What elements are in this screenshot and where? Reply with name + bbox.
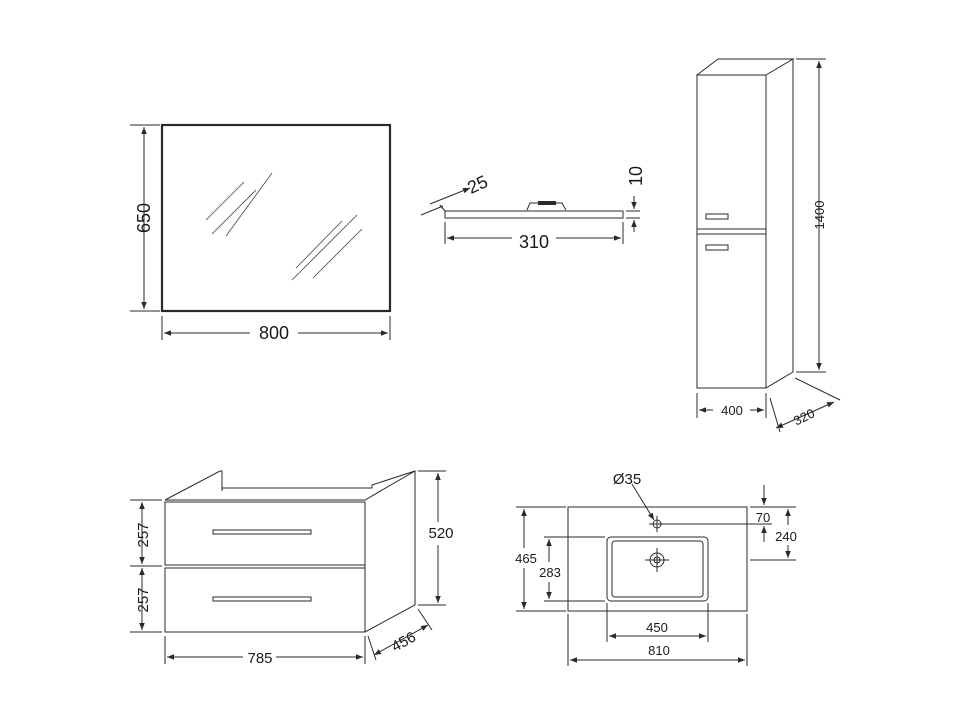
tap-hole (649, 516, 665, 532)
column-width-label: 400 (721, 403, 743, 418)
tap-hole-label: Ø35 (613, 471, 641, 488)
basin-depth-dimension: 465 (515, 506, 566, 612)
drain-offset-dimension: 240 (750, 506, 797, 561)
column-depth-dimension: 320 (769, 377, 841, 433)
cabinet-width-dimension: 785 (164, 636, 366, 667)
column-depth-label: 320 (791, 405, 817, 428)
lower-door-handle (705, 244, 729, 251)
bowl-outer (606, 536, 709, 602)
column-width-dimension: 400 (696, 393, 767, 418)
drawer-height-dimension: 257 257 (130, 499, 162, 633)
lamp-length-dimension: 310 (444, 222, 624, 252)
lamp-height-label: 10 (626, 166, 646, 186)
basin-width-label: 810 (648, 643, 670, 658)
column-height-dimension: 1400 (796, 58, 827, 373)
lamp-depth-label: 25 (464, 171, 490, 197)
mirror-drawing: 650 800 (130, 123, 392, 343)
drain (645, 548, 669, 572)
bowl-depth-dimension: 283 (539, 536, 605, 602)
basin-outline (567, 506, 748, 612)
column-top (696, 58, 795, 76)
glass-reflection-lines (205, 172, 363, 281)
basin-width-dimension: 810 (567, 614, 748, 666)
lamp-length-label: 310 (519, 232, 549, 252)
lower-drawer-height-label: 257 (135, 587, 152, 612)
upper-drawer-height-label: 257 (135, 522, 152, 547)
bowl-width-dimension: 450 (606, 603, 709, 642)
mirror-frame (160, 123, 392, 313)
bowl-width-label: 450 (646, 620, 668, 635)
tap-hole-dimension: Ø35 (613, 471, 655, 521)
upper-drawer-handle (212, 529, 312, 535)
lamp-height-dimension: 10 (626, 166, 646, 232)
cabinet-drawing: 257 257 520 785 456 (130, 470, 454, 667)
mirror-height-label: 650 (134, 203, 154, 233)
cabinet-height-dimension: 520 (418, 470, 454, 606)
cabinet-height-label: 520 (428, 525, 453, 542)
basin-drawing: Ø35 70 240 465 283 (515, 471, 797, 666)
bowl-depth-label: 283 (539, 565, 561, 580)
lower-drawer (164, 567, 366, 633)
column-height-label: 1400 (812, 201, 827, 230)
column-side (765, 59, 794, 389)
column-front (696, 74, 767, 389)
lamp-bar (444, 210, 624, 219)
lamp-depth-dimension: 25 (420, 171, 491, 216)
cabinet-body (164, 470, 416, 633)
tap-offset-dimension: 70 (664, 485, 772, 542)
lamp-drawing: 25 310 10 (420, 166, 646, 252)
cabinet-depth-dimension: 456 (367, 608, 433, 661)
mirror-width-dimension: 800 (161, 316, 391, 343)
basin-depth-label: 465 (515, 551, 537, 566)
bowl-inner (611, 540, 704, 598)
column-drawing: 1400 400 320 (696, 58, 841, 433)
drain-offset-label: 240 (775, 529, 797, 544)
upper-door-handle (705, 213, 729, 220)
tap-offset-label: 70 (756, 510, 770, 525)
cabinet-width-label: 785 (247, 650, 272, 667)
mirror-width-label: 800 (259, 323, 289, 343)
mirror-height-dimension: 650 (130, 124, 160, 312)
lower-drawer-handle (212, 596, 312, 602)
